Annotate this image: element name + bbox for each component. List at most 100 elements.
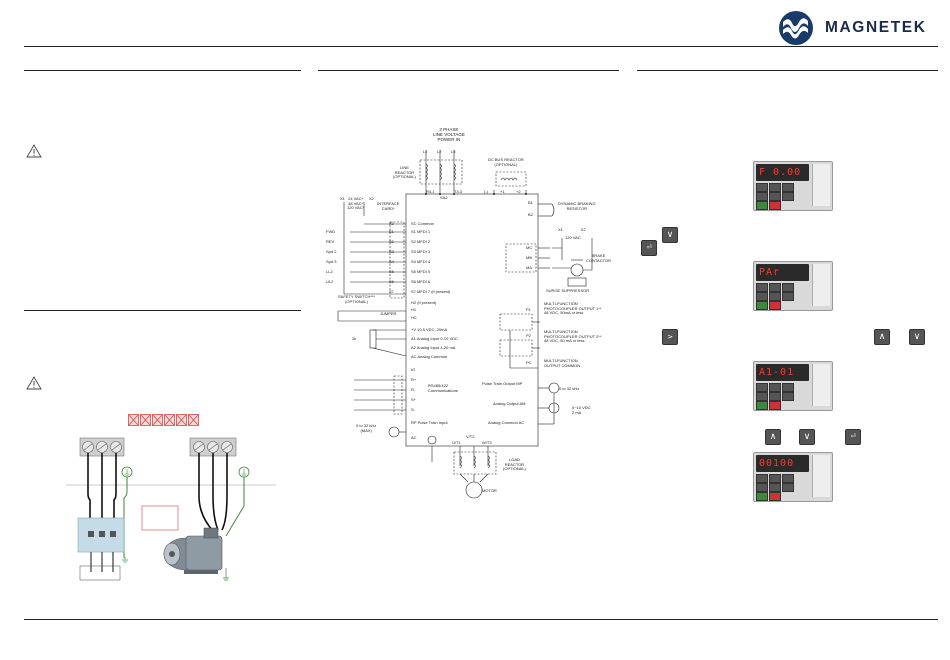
enter-key-icon: ⏎ <box>845 429 861 445</box>
h1-label: H1 <box>411 307 417 312</box>
term-sl2: SA2 <box>440 195 448 200</box>
line-terminal-l3: L3 <box>451 149 456 154</box>
output1-label: MULTI-FUNCTION PHOTOCOUPLER OUTPUT 1** 4… <box>544 301 602 316</box>
keypad-display-1: F 0.00 <box>753 161 833 211</box>
term-s5: S5 <box>389 269 394 274</box>
x1-label: X1 <box>340 196 345 201</box>
input-spd2: Spd 2 <box>326 249 337 254</box>
interface-card-label: INTERFACE CARD* <box>377 201 400 211</box>
term-vt2: V/T2 <box>466 434 475 439</box>
analog-out-label: Analog Output AM <box>493 401 526 406</box>
safety-switch-label: SAFETY SWITCH*** (OPTIONAL) <box>338 294 376 304</box>
term-s1: S1 <box>389 229 394 234</box>
jumper-label: JUMPER <box>380 311 397 316</box>
term-b2: B2 <box>528 212 533 217</box>
analog-out-range: 0~10 VDC 2 mA <box>572 405 591 415</box>
surge-label: SURGE SUPPRESSOR <box>546 288 590 293</box>
down-key-icon: ∨ <box>662 227 678 243</box>
mfdi-label: S7 MFDI 7 (if present) <box>411 289 451 294</box>
input-ll2: LL2 <box>326 269 333 274</box>
col1-mid-rule <box>24 310 301 311</box>
term-s4: S4 <box>389 259 394 264</box>
comm-ig: IG <box>411 367 416 372</box>
warning-icon <box>26 144 42 158</box>
load-reactor-label: LOAD REACTOR (OPTIONAL) <box>503 457 526 472</box>
input-spd3: Spd 3 <box>326 259 337 264</box>
brake-x-labels: X1 X2 <box>558 227 586 232</box>
wiring-diagram <box>337 150 593 499</box>
term-rl1: R/L1 <box>426 189 435 194</box>
analog-label: A2 Analog Input 4-20 mA <box>411 345 456 350</box>
down-key-icon: ∨ <box>909 329 925 345</box>
pulse-in-label: RP Pulse Train Input <box>411 420 448 425</box>
terminal-block-left <box>79 437 125 457</box>
output3-label: MULTI-FUNCTION OUTPUT COMMON <box>544 358 581 368</box>
input-rev: REV <box>326 239 335 244</box>
keypad-display-4: 00100 <box>753 452 833 502</box>
brand-name: MAGNETEK <box>825 19 927 36</box>
comm-rplus: R+ <box>411 377 417 382</box>
col2-rule <box>318 70 619 71</box>
brake-vac: 120 VAC <box>565 235 581 240</box>
term-ut1: U/T1 <box>452 440 461 445</box>
ac-label: AC <box>411 435 417 440</box>
term-mb: MB <box>526 255 532 260</box>
h2-label: H2 (if present) <box>411 300 437 305</box>
warning-icon <box>26 376 42 390</box>
col3-rule <box>637 70 938 71</box>
mfdi-label: S1 MFDI 1 <box>411 229 431 234</box>
keypad-lcd: 00100 <box>756 455 809 472</box>
col1-rule <box>24 70 301 71</box>
term-tl3: T/L3 <box>454 189 463 194</box>
term-plus1: +1 <box>500 189 505 194</box>
mfdi-label: S4 MFDI 4 <box>411 259 431 264</box>
term-s7: S7 <box>389 289 394 294</box>
power-in-label: 3 PHASE LINE VOLTAGE POWER IN <box>433 127 465 142</box>
mfdi-label: S2 MFDI 2 <box>411 239 431 244</box>
dynamic-braking-label: DYNAMIC BRAKING RESISTOR <box>558 201 596 211</box>
term-pc: PC <box>526 360 532 365</box>
term-b1: B1 <box>528 200 533 205</box>
mfdi-label: SC Common <box>411 221 434 226</box>
term-p1: P1 <box>526 307 531 312</box>
pulse-in-range: 0 to 32 kHz (MAX) <box>356 423 377 433</box>
ac-supply-label: 24 VAC* 48 VAC* 120 VAC* <box>347 196 365 211</box>
comm-splus: S+ <box>411 397 417 402</box>
mfdi-label: S3 MFDI 3 <box>411 249 431 254</box>
keypad-lcd: A1-01 <box>756 364 809 381</box>
magnetek-logo-icon <box>779 11 813 45</box>
term-plus2: +2 <box>516 189 521 194</box>
enter-key-icon: ⏎ <box>641 240 657 256</box>
term-s6: S6 <box>389 279 394 284</box>
pulse-out-label: Pulse Train Output MP <box>482 381 523 386</box>
motor-label: MOTOR <box>482 488 497 493</box>
keypad-display-3: A1-01 <box>753 361 833 411</box>
input-fwd: FWD <box>326 229 336 234</box>
output2-label: MULTI-FUNCTION PHOTOCOUPLER OUTPUT 2** 4… <box>544 329 602 344</box>
term-mc: MC <box>526 245 533 250</box>
header-rule <box>24 46 938 47</box>
comm-rminus: R- <box>411 387 416 392</box>
keypad-lcd: F 0.00 <box>756 164 809 181</box>
term-s2: S2 <box>389 239 394 244</box>
footer-rule <box>24 619 938 620</box>
pulse-out-range: 0 to 32 kHz <box>559 386 580 391</box>
analog-common-label: Analog Common AC <box>488 420 525 425</box>
up-key-icon: ∧ <box>874 329 890 345</box>
term-x2: X2 <box>389 221 394 226</box>
term-minus: (-) <box>484 189 488 194</box>
right-shift-key-icon: > <box>662 329 678 345</box>
term-wt3: W/T3 <box>482 440 492 445</box>
analog-label: +V 10.5 VDC, 20mA <box>411 327 448 332</box>
term-p2: P2 <box>526 333 531 338</box>
keypad-display-2: PAr <box>753 261 833 311</box>
rs485-label: RS485/422 Communications <box>428 383 458 393</box>
terminal-block-right <box>189 437 237 457</box>
line-terminal-l2: L2 <box>437 149 442 154</box>
brake-contactor-label: BRAKE CONTACTOR <box>586 253 611 263</box>
term-s3: S3 <box>389 249 394 254</box>
mfdi-label: S5 MFDI 5 <box>411 269 431 274</box>
term-ma: MA <box>526 265 532 270</box>
grounding-illustration <box>66 437 276 581</box>
mfdi-label: S6 MFDI 6 <box>411 279 431 284</box>
